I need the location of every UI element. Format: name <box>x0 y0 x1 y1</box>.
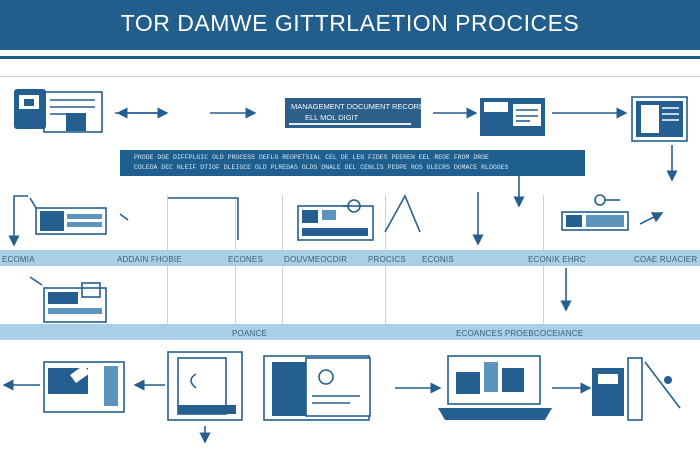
band-label: ECOANCES PROEBCOCEIANCE <box>456 329 584 338</box>
computer-monitor-icon <box>14 89 103 133</box>
printer-device-icon <box>29 276 107 323</box>
scanner-card-icon <box>43 361 125 413</box>
banner-underline <box>0 56 700 59</box>
callout-subtitle: ELL MOL DIGIT <box>305 113 359 122</box>
control-panel-icon <box>29 197 129 235</box>
worker-tools-icon <box>592 357 681 421</box>
folder-document-icon <box>167 351 243 421</box>
bracket-connector <box>168 197 239 240</box>
top-divider <box>0 76 700 77</box>
band-label: ADDAIN FHOBIE <box>117 255 182 264</box>
document-card-icon <box>480 98 545 136</box>
branch-arrow <box>8 195 28 247</box>
band-label: PROCICS <box>368 255 406 264</box>
band-label: ECONIK EHRC <box>528 255 586 264</box>
title-banner: TOR DAMWE GITTRLAETION PROCICES <box>0 0 700 50</box>
band-label: COAE RUACIER <box>634 255 698 264</box>
stage-band-top: ECOMIA ADDAIN FHOBIE ECONES DOUVMEOCDIR … <box>0 250 700 266</box>
id-badge-key-icon <box>561 194 629 231</box>
notes-line-2: COLEDA DEC NLEIF DTIOF DLEIGCE OLD PLRED… <box>134 164 509 171</box>
monitor-document-icon <box>631 96 688 142</box>
id-card-icon <box>297 199 374 241</box>
notes-panel: PRODE DOE DIFFPLGIC OLD PROCESS DEFLO RE… <box>120 150 585 176</box>
flow-arrow <box>639 212 664 225</box>
tent-connector <box>384 194 421 233</box>
band-label: DOUVMEOCDIR <box>284 255 348 264</box>
laptop-workstation-icon <box>438 355 552 420</box>
stage-band-bottom: POANCE ECOANCES PROEBCOCEIANCE <box>0 324 700 340</box>
page-title: TOR DAMWE GITTRLAETION PROCICES <box>120 10 580 36</box>
document-search-icon <box>263 355 371 421</box>
process-callout: MANAGEMENT DOCUMENT RECORD ELL MOL DIGIT <box>285 98 425 128</box>
band-label: ECONES <box>228 255 263 264</box>
callout-title: MANAGEMENT DOCUMENT RECORD <box>291 102 425 111</box>
notes-line-1: PRODE DOE DIFFPLGIC OLD PROCESS DEFLO RE… <box>134 154 489 161</box>
band-label: ECOMIA <box>2 255 35 264</box>
band-label: POANCE <box>232 329 267 338</box>
callout-underline <box>289 123 411 125</box>
band-label: ECONIS <box>422 255 454 264</box>
